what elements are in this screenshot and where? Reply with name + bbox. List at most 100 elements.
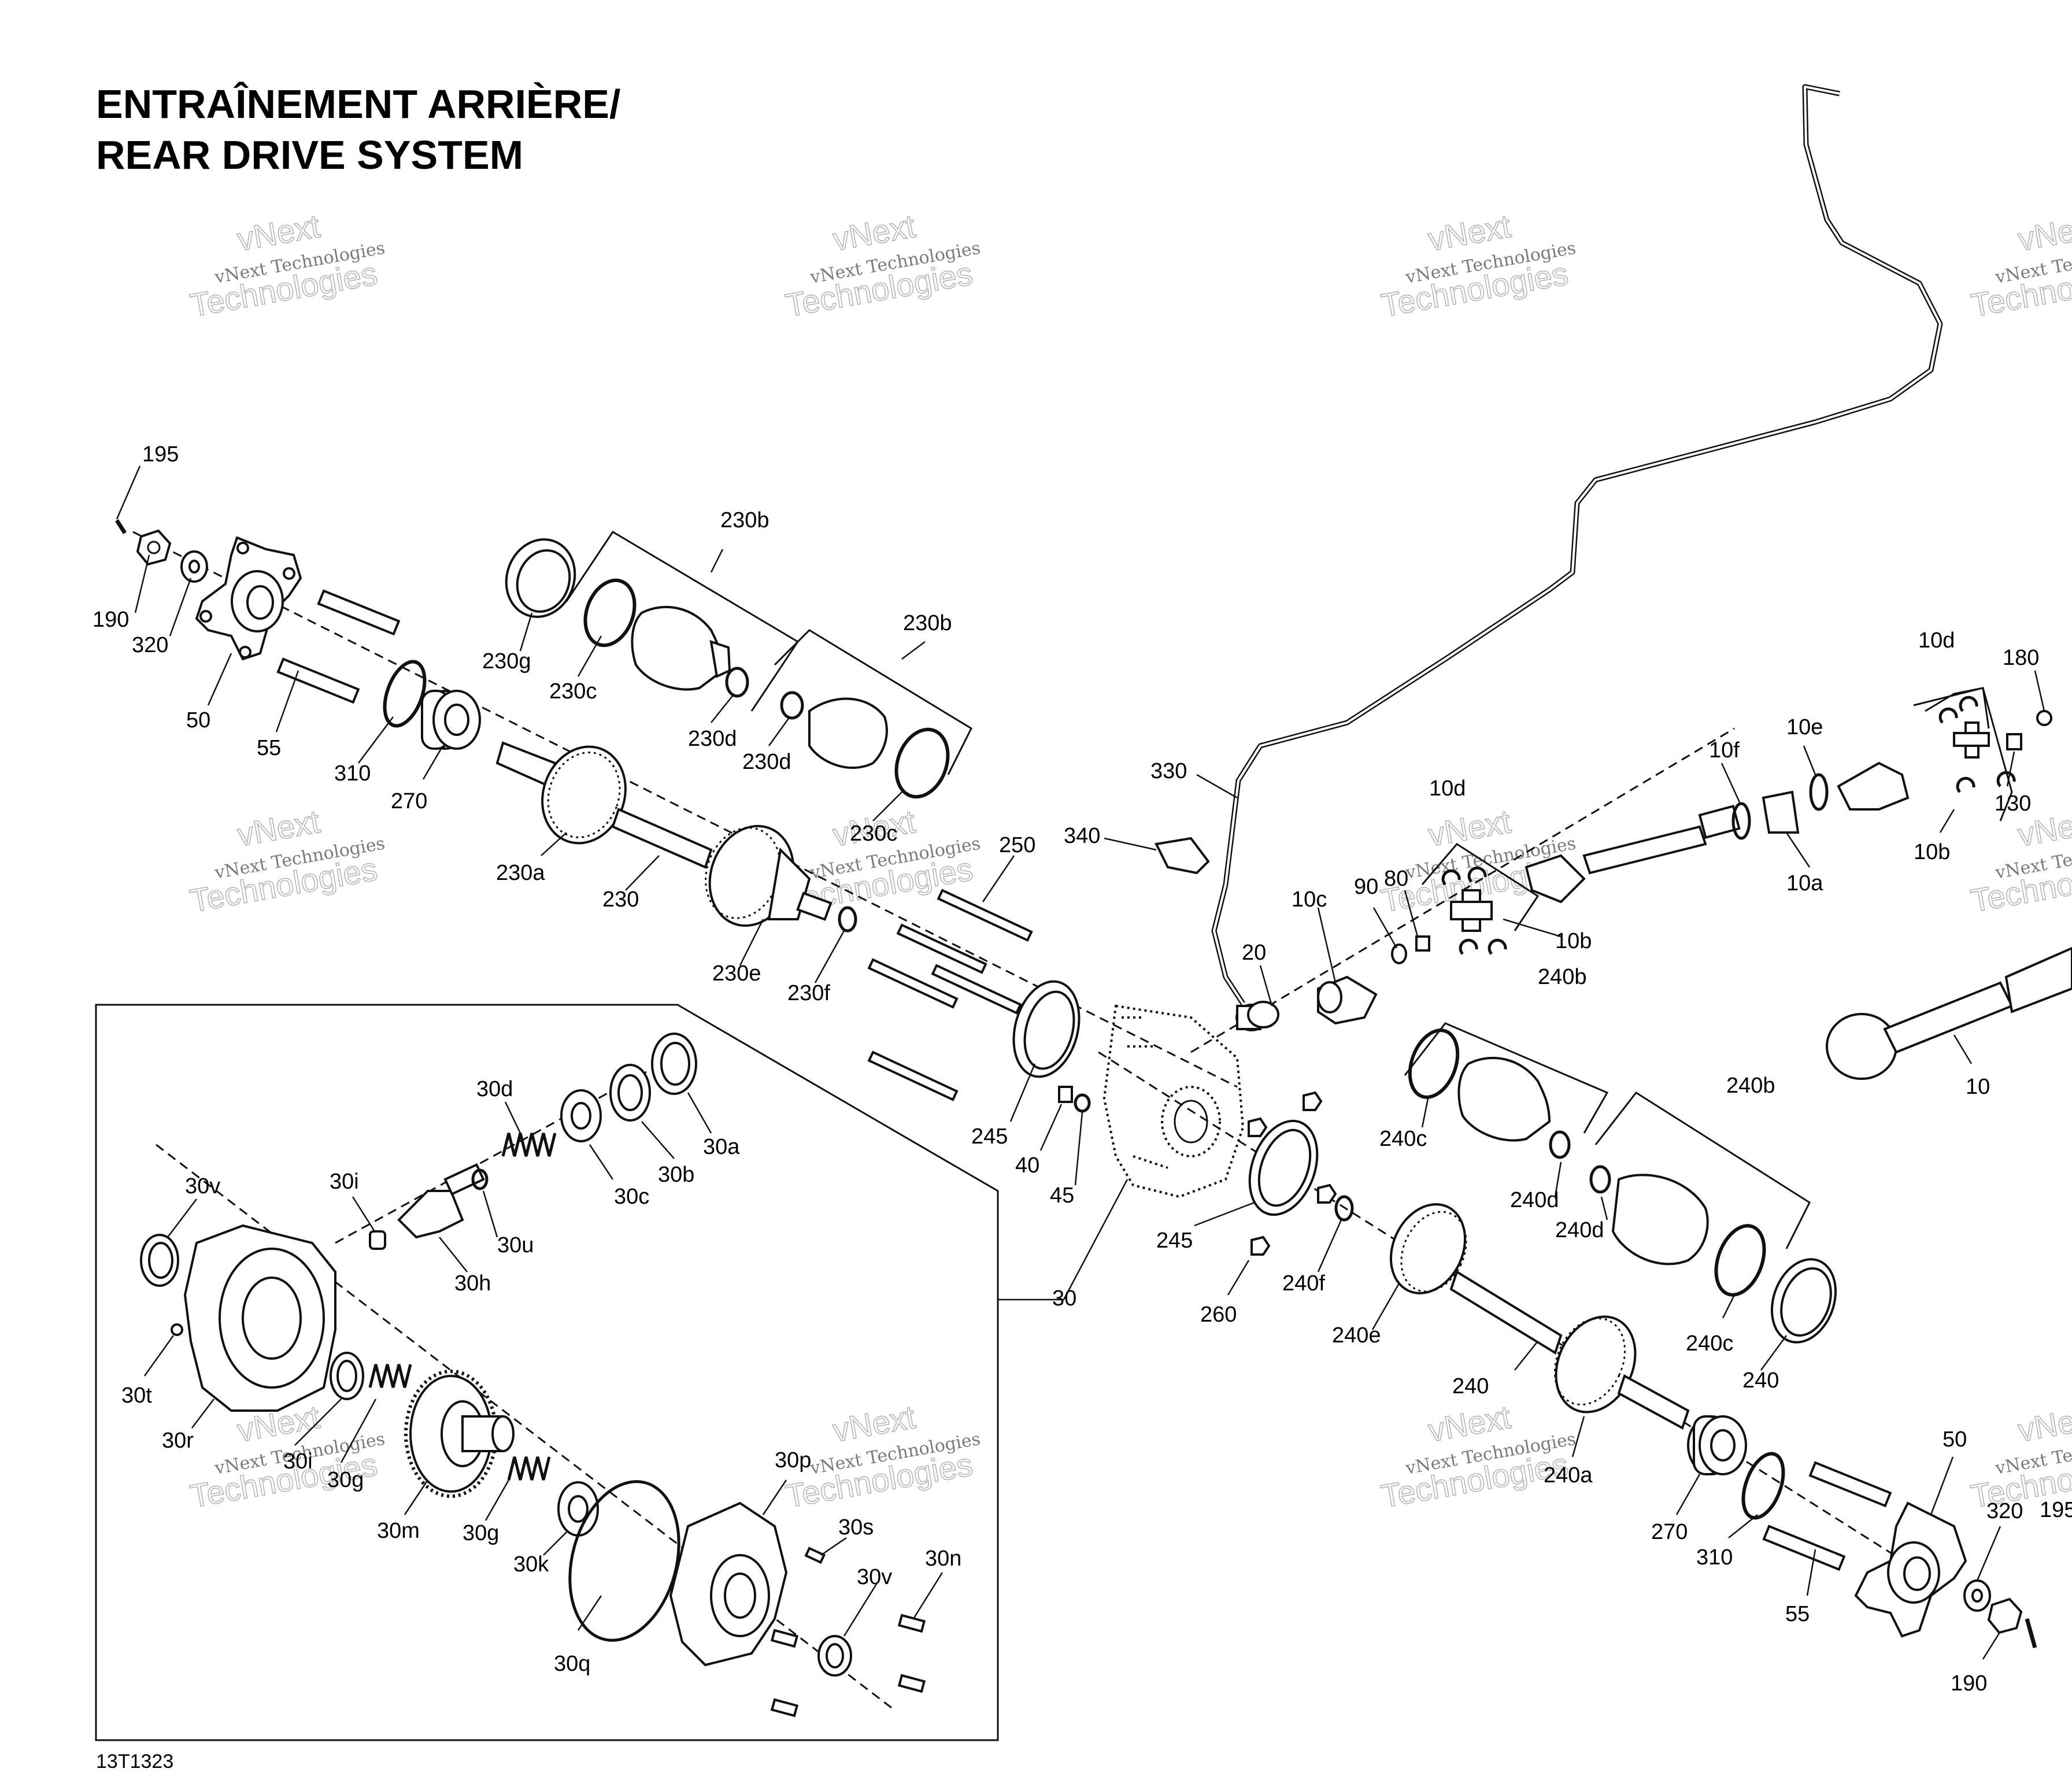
callout-320-right: 320 <box>1986 1499 2023 1523</box>
callout-240b: 240b <box>1538 965 1587 989</box>
callout-55: 55 <box>257 736 281 760</box>
part-55-wheel-stud <box>276 589 401 704</box>
part-230d-clamp <box>725 667 749 698</box>
part-230-boot-inner <box>808 697 888 769</box>
callout-190: 190 <box>92 608 129 632</box>
callout-230b-2: 230b <box>903 611 952 635</box>
bracket-240b-2 <box>1594 1092 1811 1249</box>
watermark-text-2: vNext <box>1426 803 1514 853</box>
callout-180: 180 <box>2003 646 2039 670</box>
part-45-washer <box>1074 1093 1091 1113</box>
part-240-drive-shaft <box>1389 1203 1690 1430</box>
callout-240: 240 <box>1452 1374 1489 1398</box>
callout-30g: 30g <box>327 1468 364 1492</box>
callout-240d: 240d <box>1510 1188 1559 1212</box>
part-230d-clamp-2 <box>780 691 804 720</box>
callout-240b-2: 240b <box>1726 1074 1775 1098</box>
callout-30v-2: 30v <box>857 1565 892 1589</box>
callout-330: 330 <box>1150 759 1187 783</box>
watermark: vNext vNext Technologies Technologies <box>187 802 386 919</box>
callout-230a: 230a <box>496 861 545 885</box>
part-310-circlip-right <box>1741 1452 1785 1520</box>
callout-30d: 30d <box>476 1077 513 1101</box>
callout-20: 20 <box>1242 941 1266 965</box>
callout-labels: 195 190 320 50 55 310 270 230g 230c 230b… <box>92 442 2072 1696</box>
part-40-plug <box>1058 1086 1073 1103</box>
part-30p-cover <box>669 1501 788 1667</box>
callout-270-right: 270 <box>1651 1520 1688 1544</box>
callout-90: 90 <box>1354 875 1378 899</box>
part-10-yoke-end <box>1837 761 1910 811</box>
callout-250: 250 <box>999 833 1035 857</box>
callout-230e: 230e <box>712 961 761 986</box>
part-270-bearing <box>421 690 481 750</box>
part-10f-clamp <box>1731 802 1751 840</box>
callout-260: 260 <box>1200 1303 1237 1327</box>
part-30c-bearing <box>560 1089 602 1142</box>
part-30s-screw <box>804 1546 826 1564</box>
callout-310-right: 310 <box>1696 1545 1733 1570</box>
callout-230d-2: 230d <box>742 750 791 774</box>
callout-320: 320 <box>132 633 168 657</box>
part-10b-circlips <box>1441 866 1507 955</box>
callout-130: 130 <box>1995 791 2031 816</box>
callout-30s: 30s <box>838 1515 874 1540</box>
axis-line-right <box>1098 1051 1932 1579</box>
part-10a-boot <box>1762 790 1800 834</box>
part-240-boot-inner <box>1611 1174 1709 1266</box>
differential-inset-frame <box>95 1004 999 1741</box>
callout-50: 50 <box>186 708 210 732</box>
watermark: vNext vNext Technologies Technologies <box>1967 1398 2072 1515</box>
bracket-240b-1 <box>1404 1022 1609 1134</box>
part-240c-clamp <box>1408 1028 1460 1099</box>
part-30v-seal-2 <box>817 1635 852 1677</box>
part-230g-boot-clamp <box>505 538 576 618</box>
drawing-code: 13T1323 <box>96 1751 174 1773</box>
part-10a-propeller-shaft <box>1525 805 1741 904</box>
watermark: vNext vNext Technologies Technologies <box>187 207 386 324</box>
part-250-bolts <box>867 889 1033 1101</box>
callout-245-2: 245 <box>1156 1229 1193 1253</box>
part-10-propeller-shaft-assembly <box>1826 946 2072 1080</box>
bracket-10d-1 <box>1421 843 1540 931</box>
part-30g-spring <box>368 1364 412 1388</box>
callout-230c: 230c <box>549 679 597 704</box>
callout-10b: 10b <box>1555 929 1592 953</box>
part-240-boot-outer <box>1457 1057 1551 1142</box>
watermark: vNext vNext Technologies Technologies <box>782 207 982 324</box>
callout-340: 340 <box>1064 824 1100 848</box>
watermark-text-2: vNext <box>2015 1398 2072 1449</box>
callout-230g: 230g <box>482 649 531 674</box>
callout-190-right: 190 <box>1951 1671 1987 1696</box>
callout-240c: 240c <box>1379 1127 1427 1151</box>
callout-30q: 30q <box>554 1652 590 1676</box>
part-240d-clamp-2 <box>1589 1165 1611 1194</box>
part-80-nut <box>1415 935 1430 952</box>
callout-230c-2: 230c <box>850 822 897 846</box>
part-30h-pinion <box>397 1163 485 1239</box>
part-340-bracket <box>1155 837 1210 875</box>
callout-30: 30 <box>1052 1286 1076 1311</box>
part-90-washer <box>1391 944 1407 964</box>
callout-10a: 10a <box>1786 871 1823 896</box>
callout-245: 245 <box>971 1124 1008 1149</box>
part-230c-clamp-2 <box>894 727 950 799</box>
part-130-bolt <box>2006 733 2022 750</box>
callout-10: 10 <box>1966 1075 1990 1099</box>
part-30n-bolts <box>770 1614 926 1718</box>
part-240d-clamp-1 <box>1549 1130 1571 1159</box>
callout-230f: 230f <box>787 981 830 1005</box>
callout-240d-2: 240d <box>1555 1218 1604 1242</box>
part-230-drive-shaft <box>495 741 832 927</box>
callout-30u: 30u <box>497 1233 534 1257</box>
part-30d-spring <box>501 1133 557 1157</box>
callout-30k: 30k <box>513 1552 549 1577</box>
callout-30t: 30t <box>121 1383 152 1408</box>
bracket-230b-2 <box>774 629 972 775</box>
part-240c-clamp-2 <box>1714 1224 1766 1297</box>
callout-30i: 30i <box>330 1170 359 1194</box>
callout-195-right: 195 <box>2040 1498 2072 1522</box>
part-320-washer-right <box>1963 1579 1991 1612</box>
part-10d-cross <box>1450 889 1493 932</box>
watermark: vNext vNext Technologies Technologies <box>1378 207 1577 324</box>
